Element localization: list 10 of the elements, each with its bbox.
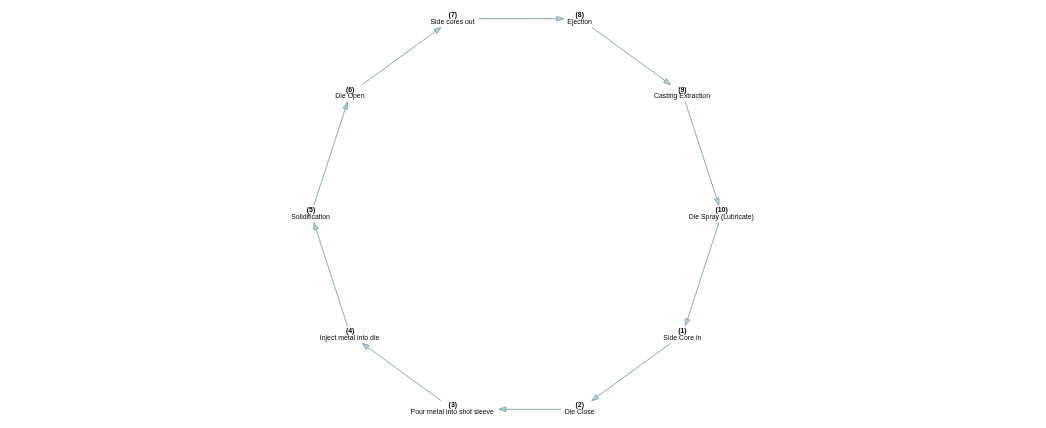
arrow [478, 15, 565, 22]
arrow [498, 406, 562, 413]
arrow [361, 342, 442, 401]
arrow [361, 26, 442, 86]
arrow [684, 101, 720, 206]
arrow [684, 222, 720, 327]
arrow [313, 101, 349, 206]
arrow [591, 342, 671, 402]
arrow [591, 27, 672, 86]
arrow [313, 222, 348, 327]
